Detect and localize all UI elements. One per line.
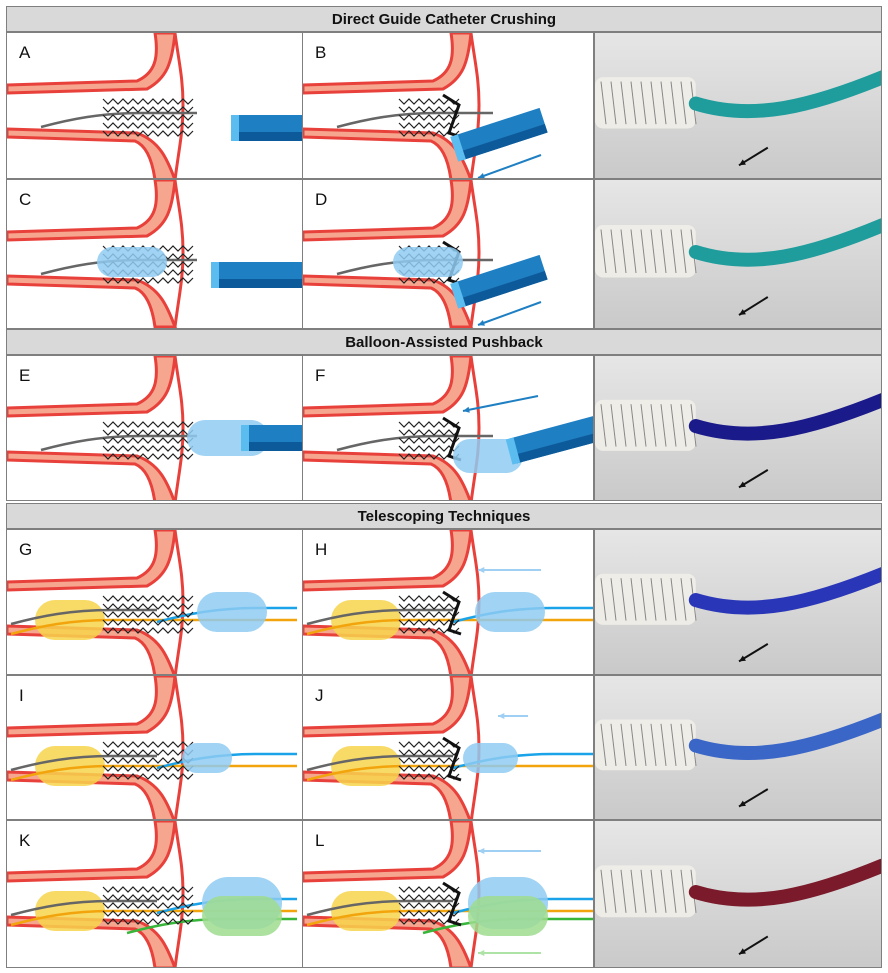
schematic-panel-b: B: [302, 32, 594, 179]
stent: [102, 595, 194, 634]
vessel: [7, 180, 185, 328]
stent: [102, 421, 194, 460]
stent: [102, 98, 194, 137]
section-header: Telescoping Techniques: [6, 503, 882, 529]
bench-photo-image: [595, 33, 881, 178]
guide-catheter: [211, 262, 302, 288]
schematic-panel-c: C: [6, 179, 303, 329]
stent: [398, 93, 462, 139]
schematic-drawing: [303, 676, 593, 819]
schematic-drawing: [7, 33, 302, 178]
stent: [398, 590, 462, 636]
bench-photo: [594, 32, 882, 179]
panel-label: K: [19, 831, 31, 850]
schematic-panel-j: J: [302, 675, 594, 820]
schematic-drawing: [7, 821, 297, 967]
section-header: Balloon-Assisted Pushback: [6, 329, 882, 355]
vessel: [303, 530, 481, 674]
stent: [398, 881, 462, 927]
vessel: [7, 356, 185, 500]
bench-photo-image: [595, 676, 881, 819]
guide-catheter: [231, 115, 302, 141]
panel-label: I: [19, 686, 24, 705]
panel-label: L: [315, 831, 325, 850]
bench-photo-image: [595, 821, 881, 967]
schematic-drawing: [303, 180, 548, 328]
panel-label: E: [19, 366, 31, 385]
schematic-drawing: [303, 530, 593, 674]
stent: [102, 886, 194, 925]
schematic-drawing: [7, 676, 297, 819]
panel-label: F: [315, 366, 326, 385]
vessel: [303, 356, 481, 500]
schematic-panel-e: E: [6, 355, 303, 501]
schematic-panel-l: L: [302, 820, 594, 968]
schematic-drawing: [303, 821, 593, 967]
schematic-panel-a: A: [6, 32, 303, 179]
panel-label: B: [315, 43, 327, 62]
bench-photo-image: [595, 530, 881, 674]
schematic-drawing: [303, 356, 593, 500]
vessel: [7, 33, 185, 178]
guide-catheter: [505, 415, 593, 465]
panel-label: J: [315, 686, 324, 705]
guide-catheter: [241, 425, 302, 451]
stent: [102, 741, 194, 780]
bench-photo: [594, 675, 882, 820]
schematic-drawing: [303, 33, 548, 178]
bench-photo-image: [595, 180, 881, 328]
schematic-drawing: [7, 356, 302, 500]
panel-label: H: [315, 540, 328, 559]
schematic-drawing: [7, 180, 302, 328]
panel-label: C: [19, 190, 32, 209]
stent: [398, 736, 462, 782]
vessel: [7, 530, 185, 674]
schematic-panel-d: D: [302, 179, 594, 329]
vessel: [303, 33, 481, 178]
bench-photo: [594, 179, 882, 329]
vessel: [303, 180, 481, 328]
schematic-panel-h: H: [302, 529, 594, 675]
schematic-panel-g: G: [6, 529, 303, 675]
schematic-panel-i: I: [6, 675, 303, 820]
bench-photo: [594, 355, 882, 501]
vessel: [303, 676, 481, 819]
bench-photo-image: [595, 356, 881, 500]
stent: [398, 416, 462, 462]
schematic-panel-f: F: [302, 355, 594, 501]
section-header: Direct Guide Catheter Crushing: [6, 6, 882, 32]
schematic-panel-k: K: [6, 820, 303, 968]
guide-catheter: [450, 107, 548, 162]
vessel: [7, 676, 185, 819]
panel-label: G: [19, 540, 33, 559]
schematic-drawing: [7, 530, 297, 674]
panel-label: D: [315, 190, 328, 209]
bench-photo: [594, 820, 882, 968]
panel-label: A: [19, 43, 31, 62]
guide-catheter: [450, 254, 548, 309]
bench-photo: [594, 529, 882, 675]
